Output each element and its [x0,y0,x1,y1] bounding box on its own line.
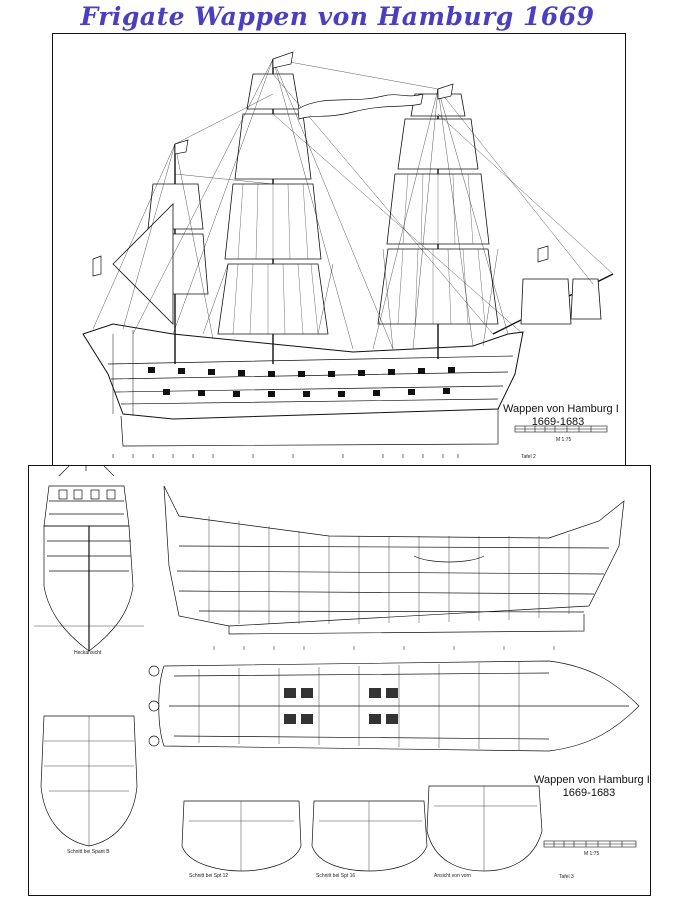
sail-plan-plate: Wappen von Hamburg I 1669-1683 M 1:75 Ta… [52,33,626,466]
plate-2-years: 1669-1683 [562,787,616,799]
plate-2-scale: M 1:75 [584,851,600,857]
view-label-section-b: Schnitt bei Spant B [67,849,110,855]
plate-1-ship-name: Wappen von Hamburg I [503,403,619,415]
plate-1-scale: M 1:75 [556,437,572,443]
view-label-bow: Ansicht von vorn [434,873,471,879]
plate-2-sheet: Tafel 3 [559,874,574,880]
hull-plans-plate: Heckansicht Schnitt bei Spant B Schnitt … [28,465,651,896]
view-label-stern: Heckansicht [74,650,102,656]
page-title: Frigate Wappen von Hamburg 1669 [80,2,595,31]
view-label-section-12: Schnitt bei Spt 12 [189,873,229,879]
plate-1-years: 1669-1683 [531,416,585,428]
plate-1-sheet: Tafel 2 [521,454,536,460]
deck-plan [148,660,640,752]
stern-view [34,466,144,652]
view-label-section-16: Schnitt bei Spt 16 [316,873,356,879]
plate-2-ship-name: Wappen von Hamburg I [534,774,650,786]
hull-plans-drawing [34,466,640,872]
sail-plan-drawing [82,51,614,458]
longitudinal-section [163,485,625,650]
